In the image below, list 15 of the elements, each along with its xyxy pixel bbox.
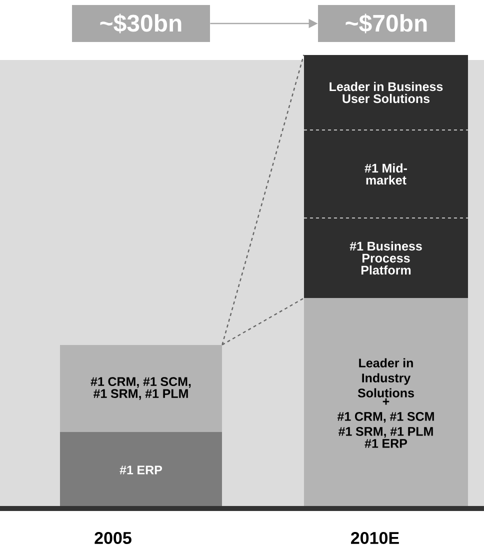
year-label: 2005 — [94, 532, 132, 544]
bar-segment: Leader in Business User Solutions — [304, 55, 468, 130]
node-label: #1 Mid-market — [364, 163, 407, 185]
node-label: #1 Business Process Platform — [350, 241, 422, 275]
value-box: ~$30bn — [72, 5, 210, 42]
value-box: ~$70bn — [318, 5, 455, 42]
bar-segment: #1 Mid-market — [304, 130, 468, 218]
bar-segment: #1 Business Process Platform — [304, 218, 468, 298]
node-label: Leader in Business User Solutions — [330, 82, 443, 104]
dashed-line — [222, 298, 304, 346]
dashed-line — [222, 54, 304, 345]
year-label: 2010E — [351, 532, 399, 544]
bar-segment: #1 ERP — [60, 432, 222, 508]
bar-segment: #1 CRM, #1 SCM, #1 SRM, #1 PLM — [60, 345, 222, 432]
bar-segment: Leader in Industry Solutions + #1 CRM, #1 SCM #1 SRM, #1 PLM #1 ERP — [304, 298, 468, 508]
